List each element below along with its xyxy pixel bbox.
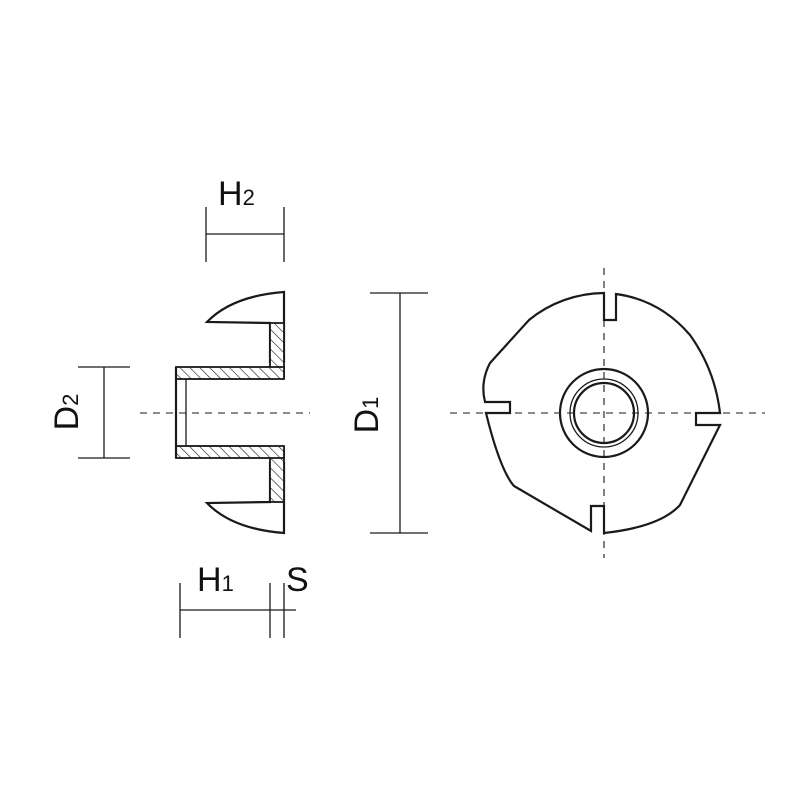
dimension-d1: D1 <box>348 292 428 534</box>
side-section-view <box>174 290 286 535</box>
dimension-d2: D2 <box>48 366 130 459</box>
label-s: S <box>286 561 309 599</box>
label-d1: D1 <box>348 397 386 434</box>
label-h2: H2 <box>218 175 255 213</box>
barrel-outer-circle <box>558 367 650 459</box>
thread-circle <box>569 378 639 448</box>
dimension-h2: H2 <box>205 175 285 262</box>
dimension-h1-s: H1 S <box>179 561 309 638</box>
front-view <box>482 291 722 535</box>
bore-circle <box>572 381 636 445</box>
label-d2: D2 <box>48 394 86 431</box>
label-h1: H1 <box>197 561 234 599</box>
barrel-wall-lower <box>175 445 285 459</box>
flange-outline-with-prongs <box>482 291 722 535</box>
barrel-wall-upper <box>175 366 285 380</box>
